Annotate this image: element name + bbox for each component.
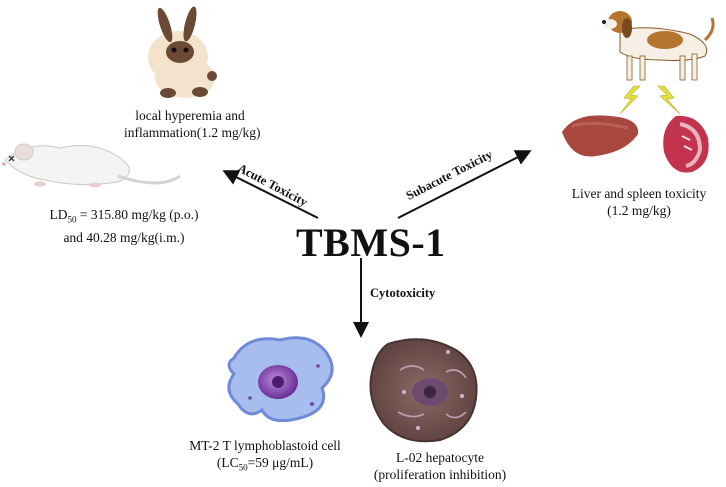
hepatocyte-label: L-02 hepatocyte (proliferation inhibitio… (370, 449, 510, 483)
rabbit-effect-line2: inflammation(1.2 mg/kg) (124, 125, 261, 140)
mouse-ld50-line2: and 40.28 mg/kg(i.m.) (63, 229, 185, 245)
acute-arrow (222, 170, 319, 219)
lc-prefix: (LC (216, 455, 239, 470)
rabbit-effect-line1: local hyperemia and (135, 108, 245, 123)
mt2-cell-label: MT-2 T lymphoblastoid cell (LC50=59 μg/m… (176, 437, 354, 477)
compound-title: TBMS-1 (296, 220, 446, 265)
mt2-cell-line1: MT-2 T lymphoblastoid cell (189, 438, 341, 453)
ld-prefix: LD (49, 207, 68, 222)
rabbit-effect-label: local hyperemia and inflammation(1.2 mg/… (124, 107, 261, 141)
lightning-icon (619, 85, 681, 115)
ld-value: = 315.80 mg/kg (p.o.) (76, 207, 199, 222)
lc-subscript: 50 (238, 462, 248, 473)
liver-icon (562, 115, 639, 157)
mt2-cell-line2: (LC50=59 μg/mL) (176, 454, 354, 477)
subacute-arrow (397, 150, 532, 219)
lc-value: =59 μg/mL) (247, 455, 314, 470)
dog-effect-label: Liver and spleen toxicity (1.2 mg/kg) (564, 185, 714, 219)
mouse-ld50-label: LD50 = 315.80 mg/kg (p.o.) and 40.28 mg/… (14, 206, 234, 246)
dog-icon (602, 11, 715, 81)
mouse-ld50-line1: LD50 = 315.80 mg/kg (p.o.) (14, 206, 234, 229)
ld-subscript: 50 (67, 214, 77, 225)
dog-effect-line1: Liver and spleen toxicity (571, 186, 707, 201)
rabbit-icon (148, 6, 217, 98)
dog-effect-line2: (1.2 mg/kg) (607, 203, 671, 218)
hepatocyte-icon (369, 338, 478, 443)
cytotoxicity-label: Cytotoxicity (370, 286, 436, 300)
lymphoblastoid-cell-icon (227, 336, 334, 423)
spleen-icon (663, 115, 709, 173)
hepatocyte-line1: L-02 hepatocyte (395, 450, 485, 465)
mouse-icon (2, 143, 181, 188)
hepatocyte-line2: (proliferation inhibition) (373, 467, 507, 482)
